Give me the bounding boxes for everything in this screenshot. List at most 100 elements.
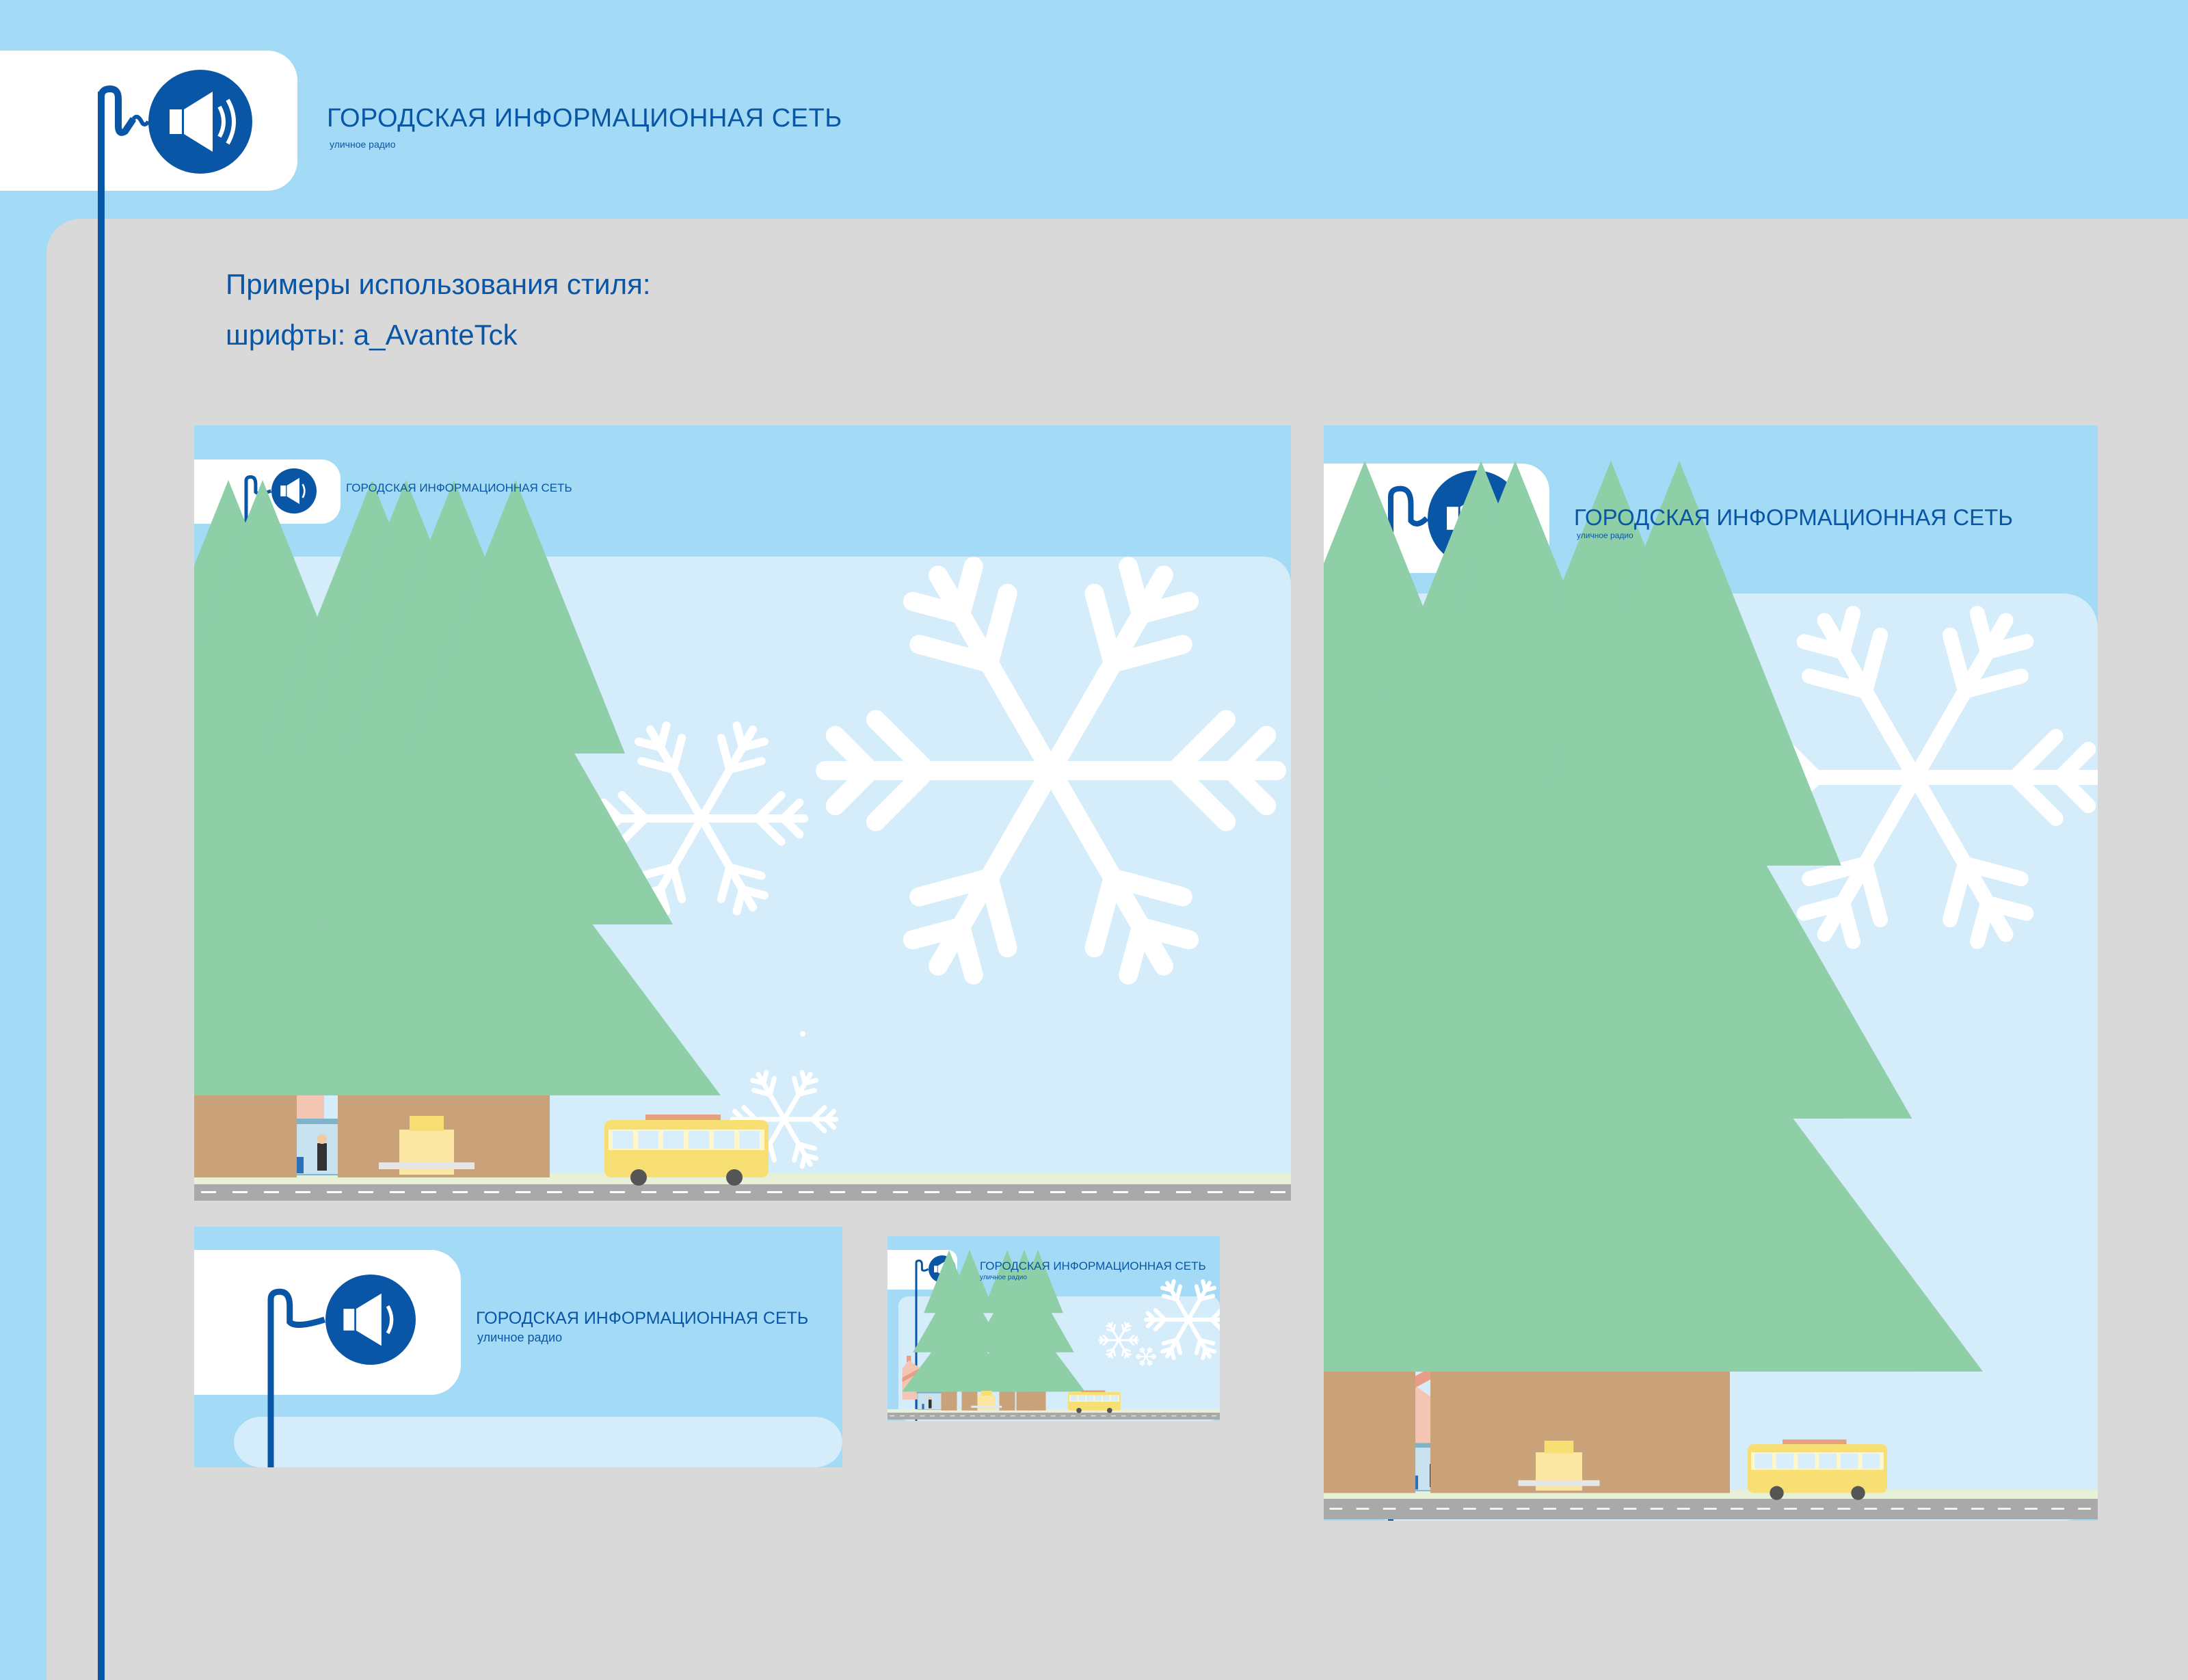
poster-scene [888,1236,1220,1421]
snowflake-icon [1136,1347,1156,1366]
road-marking [987,1191,1002,1193]
road-marking [1019,1191,1034,1193]
road-marking [1091,1415,1096,1417]
megaphone-icon [271,468,317,514]
bus [1068,1390,1121,1413]
road-marking [970,1415,975,1417]
road-marking [1543,1508,1556,1510]
logo-pole [1388,485,1429,1521]
road-marking [893,1191,908,1193]
road-marking [547,1191,562,1193]
road-marking [327,1191,342,1193]
road-marking [1811,1508,1824,1510]
road-marking [799,1191,814,1193]
road-marking [1784,1508,1797,1510]
road-marking [421,1191,436,1193]
snow-dot [800,1031,805,1037]
sky-panel [234,1417,842,1467]
road-marking [767,1191,782,1193]
fence [971,1405,1002,1408]
road-marking [2051,1508,2064,1510]
megaphone-icon [98,70,252,181]
road-marking [1171,1415,1177,1417]
road-marking [980,1415,985,1417]
road-marking [1060,1415,1066,1417]
person [317,1143,327,1171]
small-banner-example: ГОРОДСКАЯ ИНФОРМАЦИОННАЯ СЕТЬ уличное ра… [888,1236,1220,1421]
road-marking [1191,1415,1197,1417]
poster-title: ГОРОДСКАЯ ИНФОРМАЦИОННАЯ СЕТЬ [346,481,572,494]
road-marking [1212,1415,1217,1417]
road-marking [201,1191,216,1193]
grass [888,1409,1220,1413]
road-marking [295,1191,310,1193]
road-marking [930,1415,935,1417]
road-marking [390,1191,405,1193]
road-marking [1208,1191,1223,1193]
road-marking [1239,1191,1254,1193]
road-marking [453,1191,468,1193]
usage-heading: Примеры использования стиля: [226,268,651,300]
child [922,1404,924,1409]
road-marking [1010,1415,1015,1417]
tall-poster-example: ГОРОДСКАЯ ИНФОРМАЦИОННАЯ СЕТЬ уличное ра… [1324,425,2098,1521]
road-marking [1891,1508,1904,1510]
road-marking [1121,1415,1126,1417]
road-marking [1201,1415,1207,1417]
small-banner-subtitle: уличное радио [980,1274,1027,1281]
road-marking [960,1415,965,1417]
road-marking [1731,1508,1744,1510]
road-marking [990,1415,996,1417]
road-marking [358,1191,373,1193]
road-marking [1000,1415,1006,1417]
road-marking [1757,1508,1770,1510]
road-marking [1917,1508,1931,1510]
road-marking [1082,1191,1097,1193]
logo-pole [915,1259,929,1421]
road-marking [1131,1415,1136,1417]
child [297,1157,304,1173]
building-top [980,1391,992,1396]
road-marking [1864,1508,1878,1510]
snowflake-icon [816,557,1286,985]
poster-subtitle: уличное радио [1577,531,1633,540]
road-marking [1182,1415,1187,1417]
snowflake-icon [1098,1322,1139,1359]
road-marking [1050,1415,1056,1417]
road-marking [1041,1415,1046,1417]
road-marking [1145,1191,1160,1193]
poster-scene [1324,425,2098,1521]
snowflake-icon [1144,1279,1220,1361]
person-head [929,1396,932,1400]
building-top [1544,1441,1574,1454]
road-marking [232,1191,248,1193]
fence [1518,1480,1600,1486]
road-marking [1071,1415,1076,1417]
person [929,1399,932,1409]
wide-poster-example: ГОРОДСКАЯ ИНФОРМАЦИОННАЯ СЕТЬ [194,425,1291,1201]
road-marking [956,1191,971,1193]
road-marking [1971,1508,1984,1510]
tree [991,1250,1085,1411]
brand-title: ГОРОДСКАЯ ИНФОРМАЦИОННАЯ СЕТЬ [327,104,842,133]
chimney [907,1355,911,1363]
bus [604,1115,769,1186]
road-marking [1113,1191,1128,1193]
road-marking [641,1191,656,1193]
road-marking [673,1191,688,1193]
brand-subtitle: уличное радио [330,139,396,150]
bus-stop-roof [280,1119,389,1124]
road-marking [1570,1508,1584,1510]
poster-scene [194,425,1291,1201]
road-marking [2078,1508,2091,1510]
road-marking [1080,1415,1086,1417]
road-marking [484,1191,499,1193]
road-marking [1176,1191,1191,1193]
logo-pole [267,1288,326,1467]
logo-pole [98,92,105,1680]
road-marking [1944,1508,1958,1510]
road-marking [924,1191,939,1193]
building-top [410,1116,444,1131]
banner-subtitle: уличное радио [477,1331,563,1344]
